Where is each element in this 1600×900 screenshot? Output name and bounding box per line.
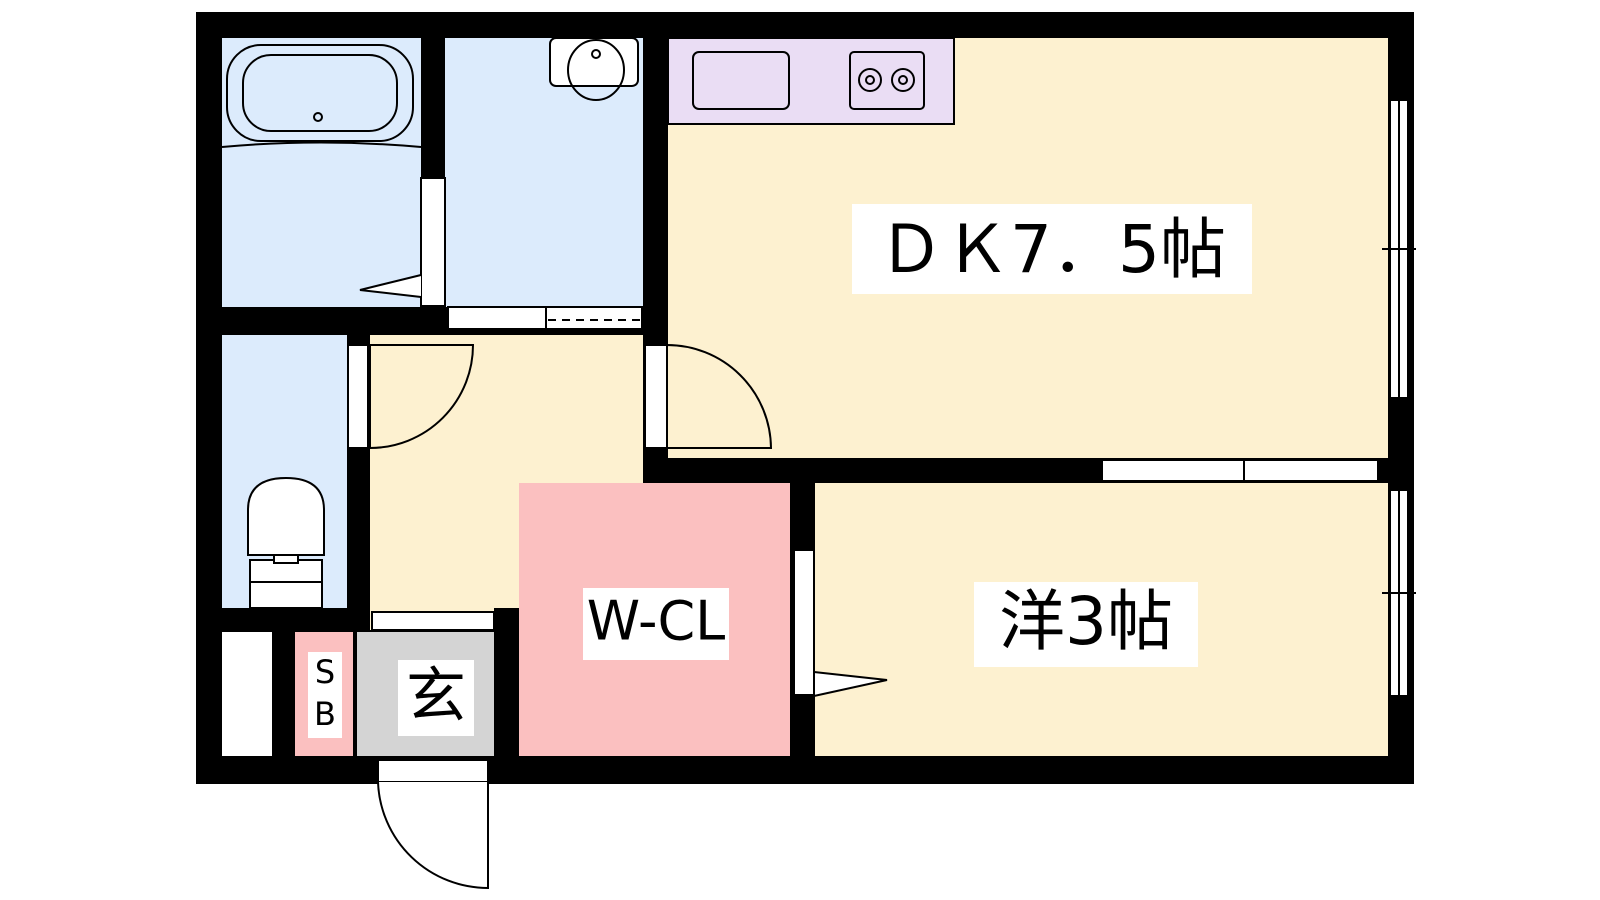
kitchen-counter [668, 38, 954, 124]
entrance-step [371, 611, 495, 631]
dk-window [1382, 99, 1416, 399]
toilet-door [347, 344, 475, 450]
bath-door [359, 177, 446, 307]
entrance-label-bg [398, 660, 474, 736]
shoebox-label-s: S [315, 653, 335, 691]
bathtub-icon [221, 44, 422, 148]
western-label-bg [974, 582, 1198, 667]
shoebox-label-b: B [314, 695, 336, 733]
kitchen-sink-icon [692, 51, 790, 110]
closet-door [793, 549, 888, 698]
washroom-sliding-door [447, 306, 643, 330]
counter-outline [667, 37, 955, 125]
entrance-label: 玄 [406, 662, 466, 732]
stove-icon [849, 51, 925, 110]
storage-niche [222, 632, 272, 756]
toilet-icon [247, 476, 325, 609]
entrance-door [377, 759, 489, 890]
dk-label: ＤＫ7．5帖 [878, 211, 1226, 288]
shoebox-label-bg [308, 652, 342, 738]
bathroom [222, 38, 421, 307]
wcl-label: W-CL [587, 590, 725, 653]
western-window [1382, 489, 1416, 697]
dk-western-sliding-door [1101, 459, 1379, 482]
dk-door [644, 343, 773, 449]
washbasin-icon [549, 37, 639, 101]
wcl-label-bg [583, 588, 729, 660]
dk-label-bg [852, 204, 1252, 294]
western-label: 洋3帖 [999, 583, 1173, 660]
